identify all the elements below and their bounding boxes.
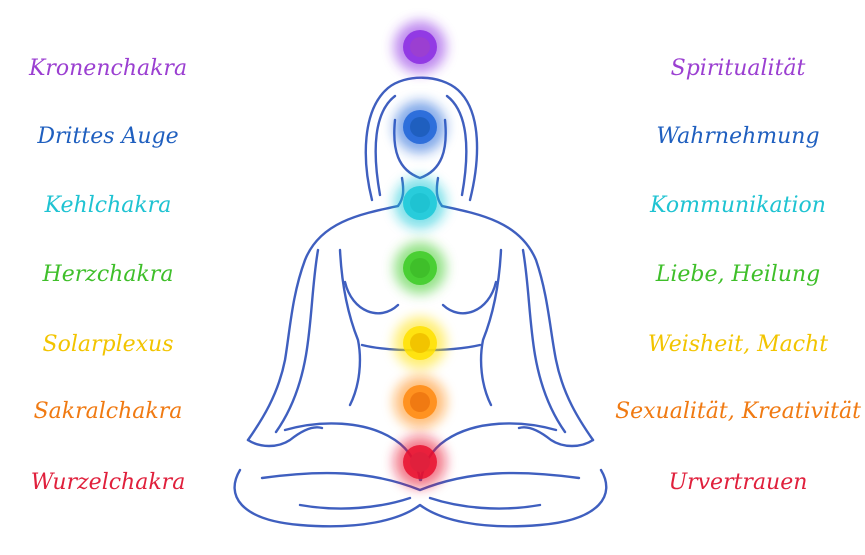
right-hand [517, 426, 595, 448]
chakra-name-label: Kronenchakra [28, 56, 188, 81]
chakra-dot-5 [410, 333, 430, 353]
chakra-dot-7 [410, 452, 430, 472]
hair-inner-left [374, 94, 397, 197]
torso-left [338, 248, 362, 407]
breast-right [441, 280, 498, 315]
legs-outer [233, 468, 608, 528]
chakra-name-label: Herzchakra [42, 262, 174, 287]
chakra-name-label: Wurzelchakra [30, 470, 186, 495]
left-arm-inner [274, 248, 320, 434]
right-shoulder [440, 204, 595, 442]
left-shoulder [246, 204, 400, 442]
chakra-name-label: Drittes Auge [37, 124, 179, 149]
chakra-meaning-label: Urvertrauen [668, 470, 808, 495]
breast-left [343, 280, 400, 315]
hair-outline [364, 76, 479, 202]
chakra-meaning-label: Spiritualität [670, 56, 806, 81]
chakra-name-label: Solarplexus [42, 332, 174, 357]
chakra-dot-2 [410, 117, 430, 137]
right-arm-inner [521, 248, 567, 434]
chakra-name-label: Kehlchakra [44, 193, 172, 218]
feet [298, 496, 542, 510]
chakra-name-label: Sakralchakra [33, 399, 183, 424]
chakra-dot-4 [410, 258, 430, 278]
chakra-meaning-label: Sexualität, Kreativität [615, 399, 861, 424]
chakra-dot-1 [410, 37, 430, 57]
chakra-meaning-label: Wahrnehmung [656, 124, 820, 149]
torso-right [479, 248, 503, 407]
left-hand [246, 426, 324, 448]
chakra-meaning-label: Weisheit, Macht [647, 332, 829, 357]
hair-inner-right [445, 94, 468, 197]
chakra-meaning-label: Liebe, Heilung [655, 262, 821, 287]
chakra-dot-6 [410, 392, 430, 412]
chakra-meaning-label: Kommunikation [650, 193, 826, 218]
legs-lower [260, 471, 581, 492]
chakra-dot-3 [410, 193, 430, 213]
